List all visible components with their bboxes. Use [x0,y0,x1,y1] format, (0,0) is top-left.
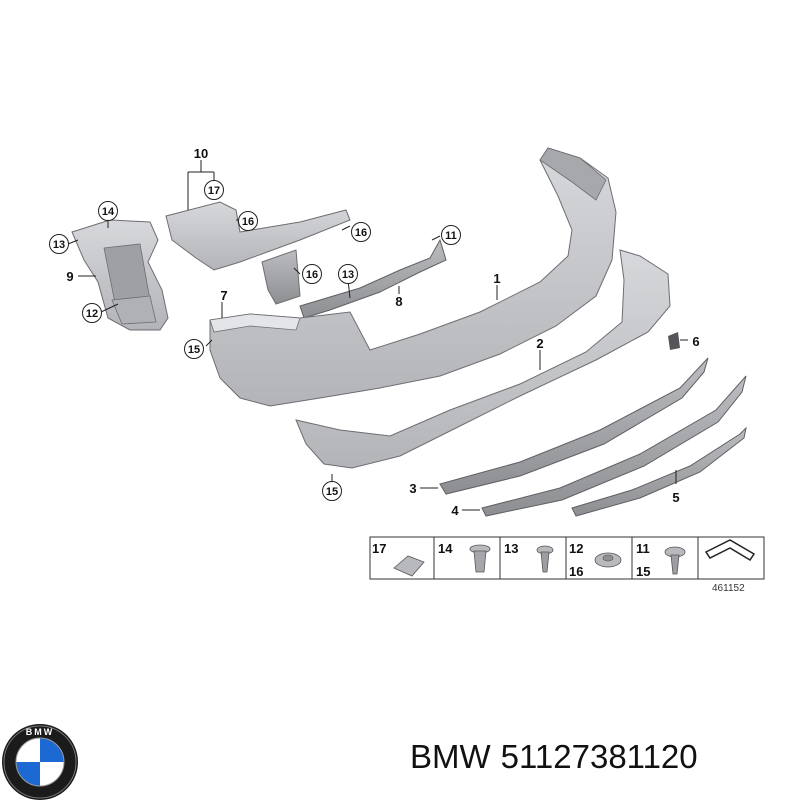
trim-strip-upper [439,357,709,495]
callout-7: 7 [220,288,227,303]
callout-1: 1 [493,271,500,286]
svg-text:15: 15 [326,486,338,498]
svg-text:13: 13 [504,541,518,556]
svg-text:11: 11 [636,541,650,556]
svg-text:16: 16 [306,269,318,281]
svg-text:11: 11 [445,230,457,242]
callout-circle-16-a: 16 [238,211,258,231]
callout-circle-16-b: 16 [351,222,371,242]
svg-text:13: 13 [342,269,354,281]
svg-text:12: 12 [86,308,98,320]
clip-nut-icon [393,555,425,577]
svg-text:8: 8 [395,294,402,309]
side-bracket-left [71,219,169,331]
svg-text:9: 9 [66,269,73,284]
svg-text:3: 3 [409,481,416,496]
svg-text:12: 12 [569,541,583,556]
svg-text:16: 16 [569,564,583,579]
clip-part [668,332,680,350]
callout-9: 9 [66,269,73,284]
svg-text:4: 4 [451,503,459,518]
trim-strip-middle [481,375,747,517]
svg-text:6: 6 [692,334,699,349]
callout-circle-11: 11 [441,225,461,245]
flanged-nut-icon [594,552,622,568]
svg-text:BMW: BMW [26,727,55,737]
trim-strip-lower [571,426,747,517]
callout-6: 6 [692,334,699,349]
bumper-reinforcement-strip [299,238,447,319]
bmw-logo: BMW [2,724,78,800]
callout-10: 10 [194,146,208,161]
svg-text:2: 2 [536,336,543,351]
callout-5: 5 [672,490,679,505]
section-arrow-icon [704,539,756,562]
svg-text:1: 1 [493,271,500,286]
svg-text:15: 15 [188,344,200,356]
callout-circle-17-top: 17 [204,180,224,200]
svg-text:16: 16 [242,216,254,228]
svg-text:461152: 461152 [712,583,745,594]
svg-text:17: 17 [208,185,220,197]
lower-bumper-trim [295,249,671,469]
callout-8: 8 [395,294,402,309]
callout-circle-14: 14 [98,201,118,221]
upper-bracket-assembly [165,201,351,305]
svg-text:10: 10 [194,146,208,161]
callout-circle-15-lower: 15 [322,481,342,501]
callout-4: 4 [451,503,459,518]
brand-name: BMW [410,738,491,775]
callout-circle-16-c: 16 [302,264,322,284]
svg-text:14: 14 [438,541,453,556]
rear-bumper-cover [209,147,617,407]
callout-circle-13-right: 13 [338,264,358,284]
screw-icon [536,545,554,573]
svg-text:15: 15 [636,564,650,579]
svg-text:17: 17 [372,541,386,556]
hardware-table: 17 14 13 12 16 11 15 461152 [369,536,765,594]
svg-text:7: 7 [220,288,227,303]
leader-lines [67,160,688,511]
part-number: 51127381120 [500,738,698,775]
svg-text:5: 5 [672,490,679,505]
svg-text:14: 14 [102,206,115,218]
svg-text:13: 13 [53,239,65,251]
callout-3: 3 [409,481,416,496]
callout-2: 2 [536,336,543,351]
expansion-clip-icon [664,546,686,575]
push-rivet-icon [469,544,491,573]
callout-circle-13-left: 13 [49,234,69,254]
callout-circle-15-upper: 15 [184,339,204,359]
svg-text:16: 16 [355,227,367,239]
callout-circle-12: 12 [82,303,102,323]
